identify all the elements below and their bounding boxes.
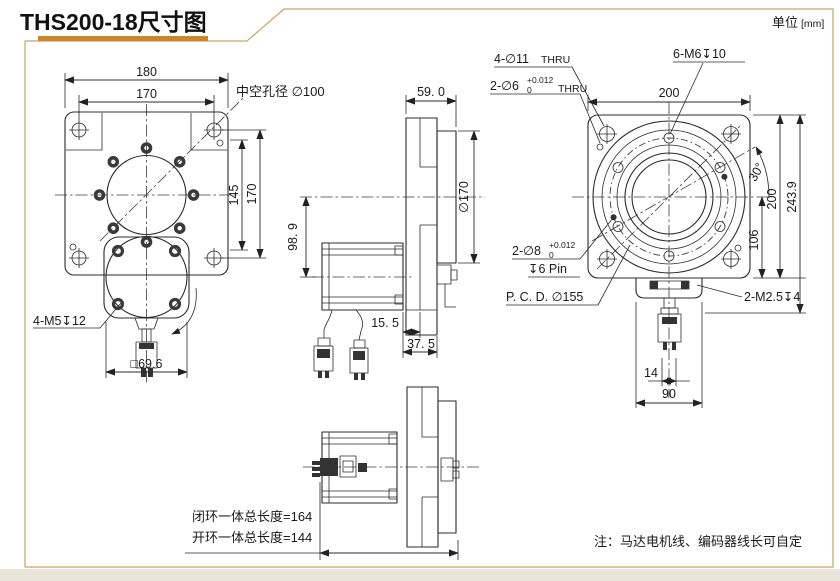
front-dim-170: 170	[136, 87, 157, 101]
bottom-right-connector	[440, 457, 460, 482]
back-label-2d6-tolbot: 0	[527, 85, 532, 95]
bottom-closed-loop-length: 闭环一体总长度=164	[192, 509, 312, 524]
bottom-view: 闭环一体总长度=164 开环一体总长度=144	[185, 386, 482, 560]
back-label-2d8: 2-∅8	[512, 244, 541, 258]
back-leader-4d11	[494, 66, 605, 127]
side-cables	[313, 309, 369, 380]
back-centerlines	[572, 102, 772, 398]
bottom-open-loop-length: 开环一体总长度=144	[192, 530, 312, 545]
bottom-left-connectors	[312, 455, 367, 478]
side-view: 59. 0 ∅170 98. 9 15. 5 37. 5	[286, 85, 485, 380]
side-dim-dia170: ∅170	[457, 181, 471, 213]
back-label-4d11-thru: THRU	[541, 54, 570, 66]
side-flange-disc	[436, 130, 457, 264]
back-dim-200-right: 200	[765, 189, 779, 210]
front-cable-arc	[171, 287, 197, 335]
unit-value: [mm]	[801, 18, 824, 30]
back-dim-90: 90	[662, 387, 676, 401]
front-hollow-bore	[106, 154, 187, 236]
bottom-flange-disc	[437, 400, 457, 534]
front-view: 180 170 145 170 □69.6 中空孔径 ∅100 4-M5↧12	[33, 65, 325, 385]
back-pin6-hole	[734, 244, 742, 252]
back-label-6m6: 6-M6↧10	[673, 47, 726, 61]
page-title: THS200-18尺寸图	[20, 9, 207, 35]
front-pin-hole	[216, 139, 224, 147]
back-pcd-circle	[609, 137, 729, 257]
back-callouts: 4-∅11 THRU 2-∅6 +0.012 0 THRU 6-M6↧10 2-…	[490, 47, 800, 306]
front-pin-hole	[69, 243, 77, 251]
back-rings	[592, 120, 746, 274]
front-dim-180: 180	[136, 65, 157, 79]
back-label-m25: 2-M2.5↧4	[744, 290, 800, 304]
back-angle-arc	[755, 146, 770, 198]
back-label-2d8-tolbot: 0	[549, 250, 554, 260]
back-dim-200-top: 200	[659, 86, 680, 100]
side-dim-59: 59. 0	[417, 85, 445, 99]
header: THS200-18尺寸图 单位 [mm]	[20, 9, 824, 41]
back-leader-2d6	[490, 93, 601, 144]
front-corner-pockets	[66, 113, 227, 151]
side-dim-375: 37. 5	[407, 337, 435, 351]
back-leader-2d8	[512, 217, 614, 278]
bottom-body-details	[421, 387, 438, 547]
front-hollow-label: 中空孔径 ∅100	[236, 84, 325, 99]
unit-label: 单位	[772, 15, 798, 30]
back-view: 30° 200 106 200 243.9 14 90 4-∅11 THRU	[490, 47, 806, 408]
side-motor	[321, 242, 404, 311]
footer-strip	[0, 569, 840, 581]
back-label-2d6-toltop: +0.012	[527, 75, 554, 85]
back-label-2d8-depth: ↧6 Pin	[528, 262, 567, 276]
footnote: 注：马达电机线、编码器线长可自定	[594, 534, 802, 549]
side-dim-989: 98. 9	[286, 223, 300, 251]
back-leader-6m6	[669, 61, 745, 135]
front-bolt-circle	[93, 142, 200, 248]
front-dim-170v: 170	[245, 184, 259, 205]
back-dim-14: 14	[644, 366, 658, 380]
title-underline-bar	[38, 36, 208, 41]
back-plate	[587, 114, 751, 279]
back-dim-106: 106	[747, 230, 761, 251]
front-motor-square-dim: □69.6	[131, 357, 163, 371]
back-pin6-hole	[596, 143, 604, 151]
back-leader-m25	[696, 284, 743, 298]
front-screw-label: 4-M5↧12	[33, 314, 86, 328]
front-dim-145: 145	[227, 185, 241, 206]
back-corner-holes	[596, 124, 742, 269]
side-right-connector	[436, 264, 458, 308]
back-connector	[649, 280, 690, 350]
side-dim-155: 15. 5	[371, 316, 399, 330]
back-leader-pcd	[506, 244, 631, 306]
back-label-2d8-toltop: +0.012	[549, 240, 576, 250]
front-corner-holes	[69, 120, 224, 268]
back-dim-2439: 243.9	[785, 181, 799, 212]
front-plate	[64, 111, 229, 276]
side-body-details	[406, 118, 437, 311]
back-pin8-hole	[721, 173, 728, 180]
back-label-4d11: 4-∅11	[494, 52, 529, 66]
back-m6-holes	[610, 132, 728, 262]
back-label-2d6: 2-∅6	[490, 79, 519, 93]
back-label-2d6-thru: THRU	[558, 83, 587, 95]
page-frame	[24, 8, 834, 568]
back-label-pcd: P. C. D. ∅155	[506, 290, 583, 304]
front-screw-leader	[33, 302, 122, 329]
